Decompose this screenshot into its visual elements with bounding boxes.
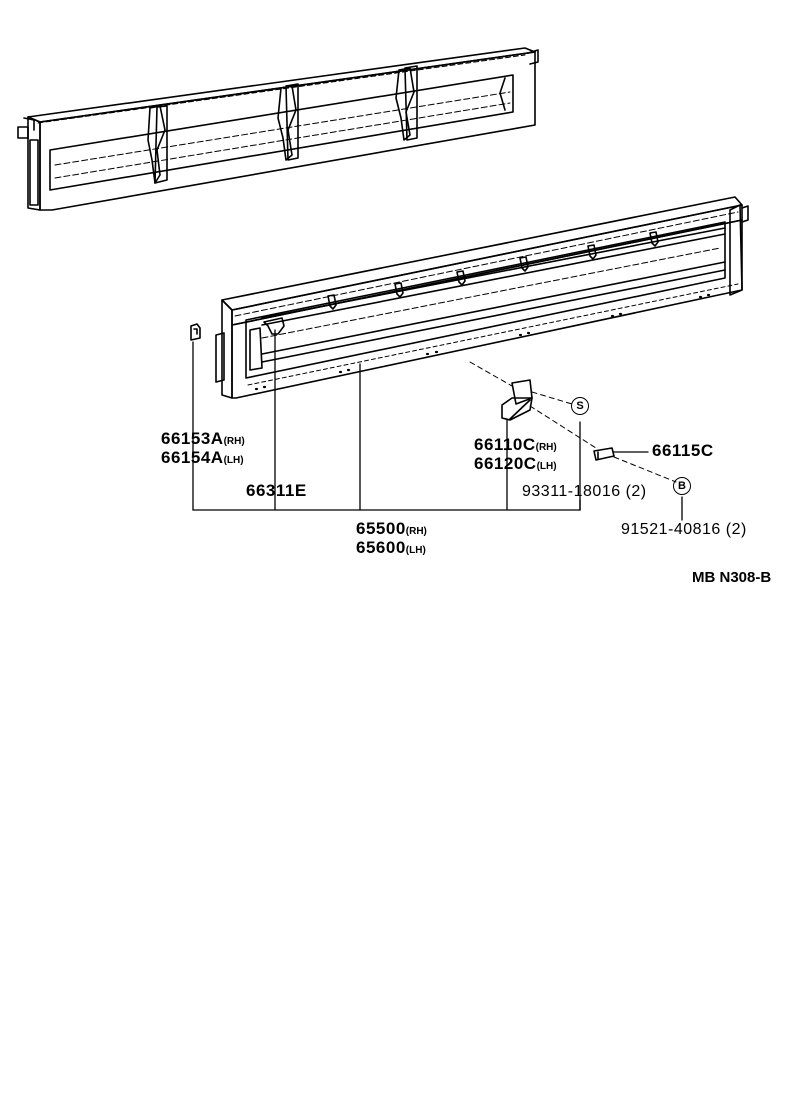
strap-1 — [147, 105, 168, 184]
bracket-66110C — [501, 379, 533, 421]
part-label-66153A: 66153A(RH) — [161, 429, 245, 448]
diagram-reference-code: MB N308-B — [692, 569, 772, 586]
part-label-93311-18016: 93311-18016 (2) — [522, 483, 647, 500]
part-label-66115C: 66115C — [652, 441, 714, 460]
upper-tailgate-outer — [17, 47, 539, 211]
leader-lines — [192, 329, 683, 521]
part-label-66120C: 66120C(LH) — [474, 454, 557, 473]
part-label-66311E: 66311E — [246, 481, 307, 500]
hook-66153A — [190, 323, 201, 341]
part-label-91521-40816: 91521-40816 (2) — [621, 521, 747, 538]
part-label-65500: 65500(RH) — [356, 519, 427, 538]
strap-3 — [395, 65, 418, 141]
callout-s-symbol: S — [571, 397, 589, 415]
part-label-65600: 65600(LH) — [356, 538, 426, 557]
callout-b-symbol: B — [673, 477, 691, 495]
pin-66115C — [593, 447, 615, 461]
part-label-66154A: 66154A(LH) — [161, 448, 244, 467]
strap-2 — [277, 83, 299, 161]
lower-tailgate-inner — [215, 196, 749, 399]
part-label-66110C: 66110C(RH) — [474, 435, 557, 454]
